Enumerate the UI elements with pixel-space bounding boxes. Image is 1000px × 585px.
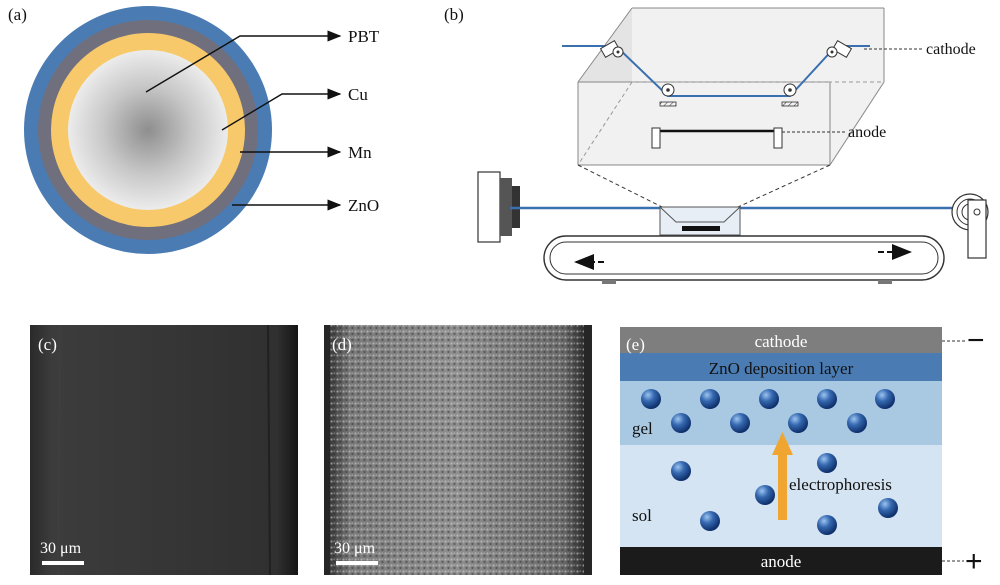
tank-guide-rollers (599, 39, 853, 107)
particle (875, 389, 895, 409)
left-spool (477, 171, 520, 243)
particle (817, 453, 837, 473)
magnified-tank (577, 7, 885, 166)
cathode-text: cathode (755, 332, 808, 351)
particle (878, 498, 898, 518)
panel-a: (a) PBT Cu Mn ZnO (8, 5, 380, 254)
particle (759, 389, 779, 409)
label-cu: Cu (348, 85, 368, 104)
particle (671, 413, 691, 433)
scale-label-d: 30 μm (334, 540, 376, 557)
label-zno: ZnO (348, 196, 379, 215)
conveyor-belt (543, 235, 945, 284)
particles (641, 389, 898, 535)
electrophoresis-text: electrophoresis (789, 475, 892, 494)
scale-label-c: 30 μm (40, 540, 82, 557)
particle (641, 389, 661, 409)
cathode-label: cathode (926, 41, 976, 58)
pbt-core (68, 50, 228, 210)
anode-label: anode (848, 124, 886, 141)
panel-b: (b) (444, 5, 989, 284)
panel-d: (d) 30 μm (324, 325, 592, 575)
particle (700, 511, 720, 531)
sem-image-c (30, 325, 298, 575)
scale-bar-d (336, 561, 378, 565)
particle (730, 413, 750, 433)
panel-d-tag: (d) (332, 335, 352, 354)
particle (817, 515, 837, 535)
cathode-bar (620, 327, 942, 353)
anode-bar (620, 547, 942, 575)
label-mn: Mn (348, 143, 372, 162)
particle (671, 461, 691, 481)
tank-anode (651, 127, 783, 149)
minus-sign: − (967, 324, 985, 357)
electrophoresis-arrow (772, 432, 793, 520)
cu-leader (221, 88, 342, 131)
deposition-text: ZnO deposition layer (709, 359, 854, 378)
particle (847, 413, 867, 433)
pbt-leader (145, 30, 342, 93)
deposition-tank (659, 206, 741, 236)
anode-text: anode (761, 552, 802, 571)
scale-bar-c (42, 561, 84, 565)
gel-text: gel (632, 419, 653, 438)
panel-e: (e) cathode ZnO deposition layer gel sol… (620, 324, 985, 578)
panel-c-tag: (c) (38, 335, 57, 354)
particle (817, 389, 837, 409)
right-spool (951, 193, 989, 259)
panel-e-tag: (e) (626, 335, 645, 354)
particle (788, 413, 808, 433)
deposition-layer (620, 353, 942, 381)
panel-c: (c) 30 μm (30, 324, 298, 576)
label-pbt: PBT (348, 27, 380, 46)
panel-b-tag: (b) (444, 5, 464, 24)
particle (700, 389, 720, 409)
particle (755, 485, 775, 505)
panel-a-tag: (a) (8, 5, 27, 24)
plus-sign: + (965, 545, 983, 578)
sol-text: sol (632, 506, 652, 525)
